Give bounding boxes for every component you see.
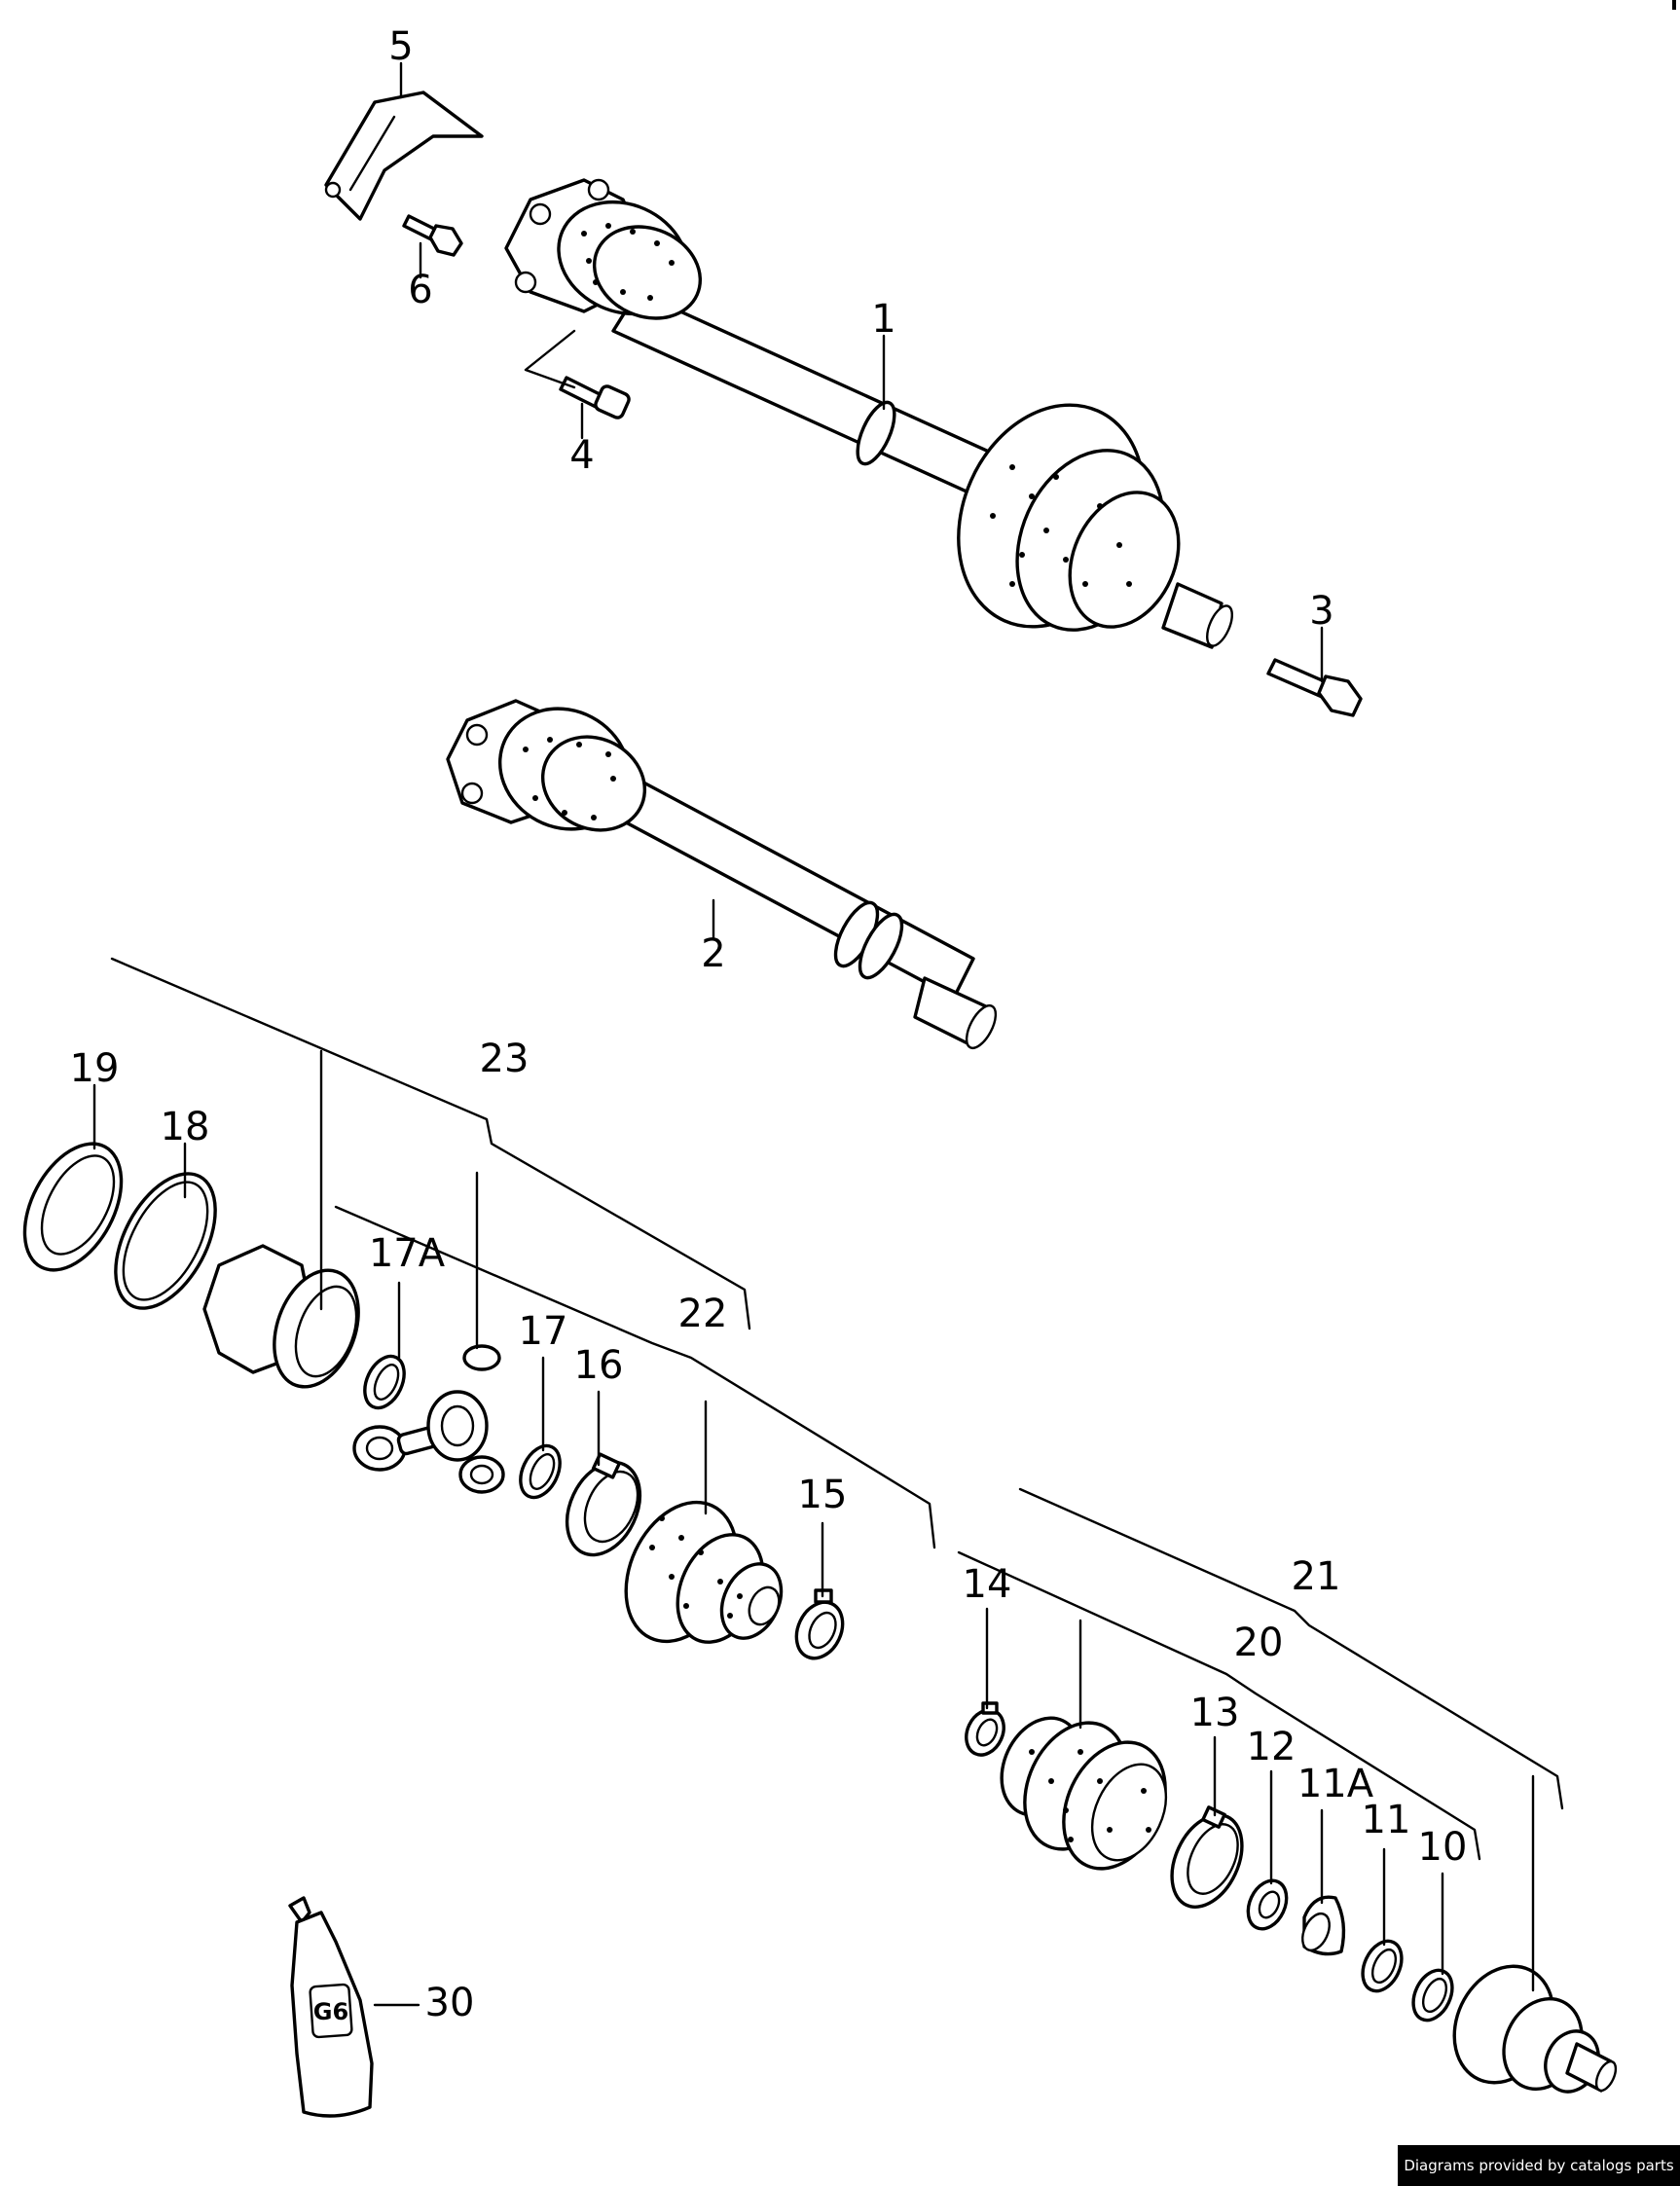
callout-11a: 11A	[1297, 1762, 1374, 1806]
callout-15: 15	[798, 1473, 848, 1517]
bolt-3[interactable]	[1266, 658, 1363, 717]
thrust-washer-11a[interactable]	[1297, 1895, 1346, 1956]
drive-shaft-assembly-1[interactable]	[504, 178, 1237, 656]
circlip-10[interactable]	[1406, 1964, 1459, 2026]
callout-4: 4	[569, 433, 594, 478]
callout-22: 22	[678, 1292, 728, 1336]
circlip-17a[interactable]	[357, 1350, 412, 1414]
callout-2: 2	[701, 931, 725, 976]
callout-12: 12	[1247, 1725, 1297, 1769]
drive-shaft-inner-joint-2[interactable]	[446, 686, 1002, 1052]
callout-1: 1	[871, 297, 895, 342]
boot-22[interactable]	[604, 1484, 792, 1659]
outer-cv-joint[interactable]	[1436, 1950, 1620, 2102]
group-brackets	[110, 957, 1564, 1861]
screw-4[interactable]	[559, 376, 631, 419]
gasket-18[interactable]	[95, 1157, 237, 1325]
callout-21: 21	[1292, 1554, 1341, 1599]
callout-20: 20	[1234, 1621, 1284, 1665]
corner-mark	[1672, 0, 1676, 10]
callout-14: 14	[963, 1562, 1012, 1607]
clamp-14[interactable]	[960, 1701, 1011, 1761]
callouts: 5 6 1 4 3 2 19 18 23 17A 22 17 16 15 14 …	[70, 24, 1468, 2025]
grease-tube-30[interactable]: G6	[288, 1896, 374, 2118]
circlip-11[interactable]	[1355, 1935, 1408, 1997]
callout-30: 30	[425, 1981, 475, 2025]
circlip-17[interactable]	[513, 1439, 567, 1504]
heat-shield-5[interactable]	[324, 91, 484, 221]
boot-outer[interactable]	[987, 1705, 1186, 1885]
callout-5: 5	[388, 24, 413, 69]
callout-18: 18	[161, 1105, 210, 1149]
washer-12[interactable]	[1241, 1875, 1295, 1935]
leader-lines	[92, 61, 1535, 2007]
clamp-15[interactable]	[787, 1588, 851, 1665]
callout-17: 17	[519, 1309, 568, 1354]
callout-11: 11	[1362, 1798, 1411, 1842]
callout-3: 3	[1309, 589, 1333, 634]
clamp-13[interactable]	[1158, 1803, 1256, 1918]
footer-credit: Diagrams provided by catalogs parts	[1398, 2145, 1680, 2186]
callout-17a: 17A	[369, 1231, 446, 1276]
callout-13: 13	[1190, 1691, 1240, 1735]
callout-6: 6	[408, 268, 432, 312]
callout-19: 19	[70, 1046, 120, 1091]
callout-23: 23	[480, 1037, 530, 1081]
tube-label: G6	[313, 1998, 348, 2025]
inner-joint-housing[interactable]	[202, 1244, 374, 1399]
protective-cap-19[interactable]	[5, 1127, 141, 1286]
callout-16: 16	[574, 1343, 624, 1388]
tripod-joint[interactable]	[352, 1344, 505, 1494]
callout-10: 10	[1418, 1825, 1468, 1870]
clamp-16[interactable]	[553, 1450, 654, 1566]
bolt-6[interactable]	[402, 214, 463, 257]
